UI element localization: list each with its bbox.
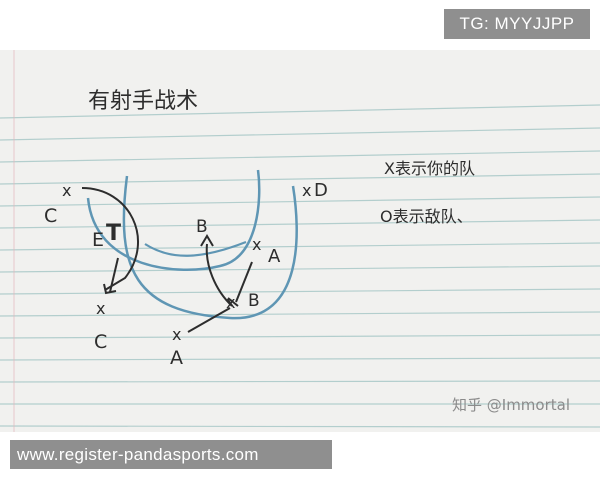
label-x-a-right: x xyxy=(252,235,261,254)
label-e: E xyxy=(92,229,104,251)
label-b-top: B xyxy=(196,217,208,237)
legend-line-1: X表示你的队 xyxy=(384,159,475,178)
path-a-pass xyxy=(187,307,231,333)
path-b-screen xyxy=(235,261,253,303)
shooter-mark: T xyxy=(106,221,121,246)
label-x-a-bottom: x xyxy=(172,325,181,344)
label-x-b: x xyxy=(226,293,235,312)
notebook-photo: 有射手战术 x C E T B x A B x x C x A x D X表示你… xyxy=(0,50,600,432)
zhihu-watermark: 知乎 @Immortal xyxy=(452,396,570,414)
note-title: 有射手战术 xyxy=(88,89,198,114)
outer-arc xyxy=(122,175,298,320)
ruled-lines xyxy=(0,104,600,428)
arrow-head-b xyxy=(200,234,214,247)
label-c-top: C xyxy=(44,205,57,227)
label-c-bottom: C xyxy=(94,331,107,353)
path-c-to-e xyxy=(81,187,140,291)
url-banner: www.register-pandasports.com xyxy=(10,440,332,469)
label-d: D xyxy=(314,180,328,201)
path-b-cut xyxy=(205,243,233,307)
paper-background xyxy=(0,50,600,432)
label-b-right: B xyxy=(248,291,260,311)
tactics-sketch: 有射手战术 x C E T B x A B x x C x A x D X表示你… xyxy=(0,50,600,432)
label-x-d: x xyxy=(302,181,311,200)
label-a-bottom: A xyxy=(170,347,183,369)
label-x-c-bottom: x xyxy=(96,299,105,318)
inner-arc xyxy=(86,169,261,271)
label-a-right: A xyxy=(268,246,281,267)
label-x-c-top: x xyxy=(62,181,71,200)
legend-line-2: O表示敌队、 xyxy=(380,207,473,226)
tg-badge: TG: MYYJJPP xyxy=(444,9,590,39)
key-line xyxy=(144,240,247,257)
